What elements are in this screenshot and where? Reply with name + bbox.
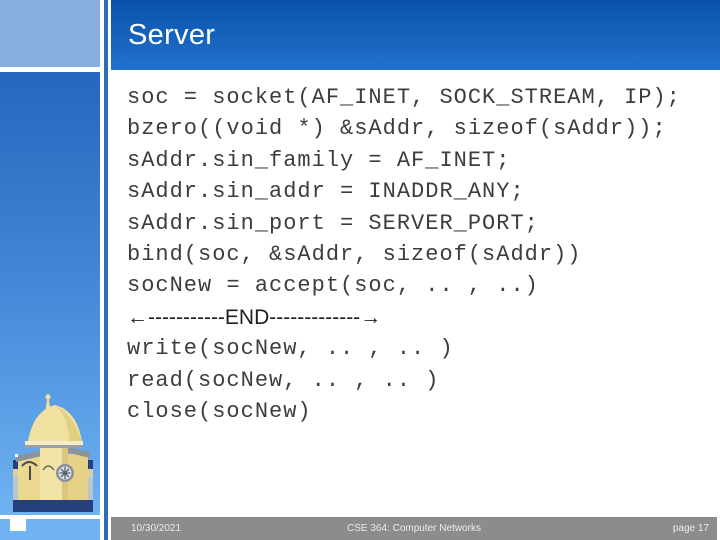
- code-line-3: sAddr.sin_family = AF_INET;: [127, 147, 511, 173]
- code-line-5: sAddr.sin_port = SERVER_PORT;: [127, 210, 539, 236]
- code-line-11: close(socNew): [127, 399, 312, 425]
- code-block: soc = socket(AF_INET, SOCK_STREAM, IP); b…: [127, 82, 681, 427]
- footer-date: 10/30/2021: [131, 523, 182, 534]
- code-line-7: socNew = accept(soc, .. , ..): [127, 273, 539, 299]
- code-line-4: sAddr.sin_addr = INADDR_ANY;: [127, 179, 525, 205]
- golden-dome-image: [13, 392, 93, 512]
- footer-bar: CSE 364: Computer Networks 10/30/2021 pa…: [111, 517, 717, 540]
- code-line-2: bzero((void *) &sAddr, sizeof(sAddr));: [127, 116, 667, 142]
- footer-page-number: page 17: [672, 523, 709, 534]
- code-line-6: bind(soc, &sAddr, sizeof(sAddr)): [127, 242, 582, 268]
- slide-header: Server: [111, 0, 720, 70]
- code-line-9: write(socNew, .. , .. ): [127, 336, 454, 362]
- sidebar-top-block: [0, 0, 100, 67]
- footer-course: CSE 364: Computer Networks: [347, 523, 481, 534]
- end-marker-line: ←-----------END-------------→: [127, 305, 382, 329]
- decoration-square: [10, 517, 26, 531]
- code-line-1: soc = socket(AF_INET, SOCK_STREAM, IP);: [127, 85, 681, 110]
- vertical-divider: [104, 0, 108, 540]
- code-line-10: read(socNew, .. , .. ): [127, 367, 440, 393]
- page-title: Server: [128, 19, 216, 51]
